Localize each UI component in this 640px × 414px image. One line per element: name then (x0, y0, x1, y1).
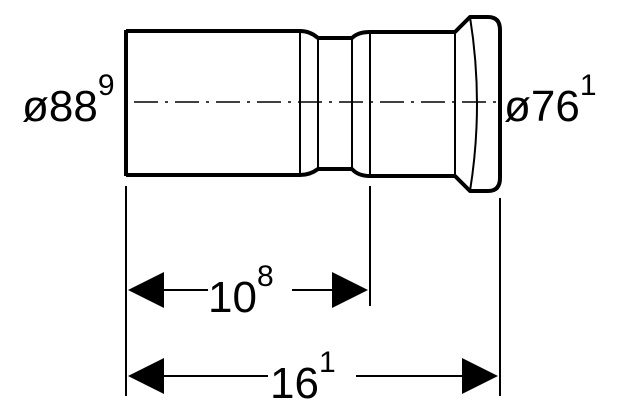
insertion-depth-arrow-right (332, 272, 368, 308)
right-diameter-superscript: 1 (580, 69, 597, 102)
left-diameter-superscript: 9 (98, 69, 115, 102)
overall-length-label: 161 (270, 346, 336, 408)
insertion-depth-label: 108 (208, 260, 274, 322)
center-line-gap-right (500, 88, 518, 118)
insertion-depth-value: 10 (208, 273, 257, 322)
insertion-depth-superscript: 8 (257, 260, 274, 293)
insertion-depth-dimension (128, 272, 368, 308)
overall-length-arrow-left (128, 358, 164, 394)
left-diameter-label: ø889 (22, 69, 115, 131)
fitting-body (124, 15, 502, 193)
right-diameter-value: ø76 (504, 82, 580, 131)
overall-length-value: 16 (270, 359, 319, 408)
right-diameter-label: ø761 (504, 69, 597, 131)
overall-length-arrow-right (462, 358, 498, 394)
overall-length-dimension (128, 358, 498, 394)
center-line-gap-left (112, 88, 134, 118)
left-diameter-value: ø88 (22, 82, 98, 131)
large-section-outline (126, 15, 502, 193)
insertion-depth-arrow-left (128, 272, 164, 308)
bead-curve (469, 16, 478, 192)
overall-length-superscript: 1 (319, 346, 336, 379)
